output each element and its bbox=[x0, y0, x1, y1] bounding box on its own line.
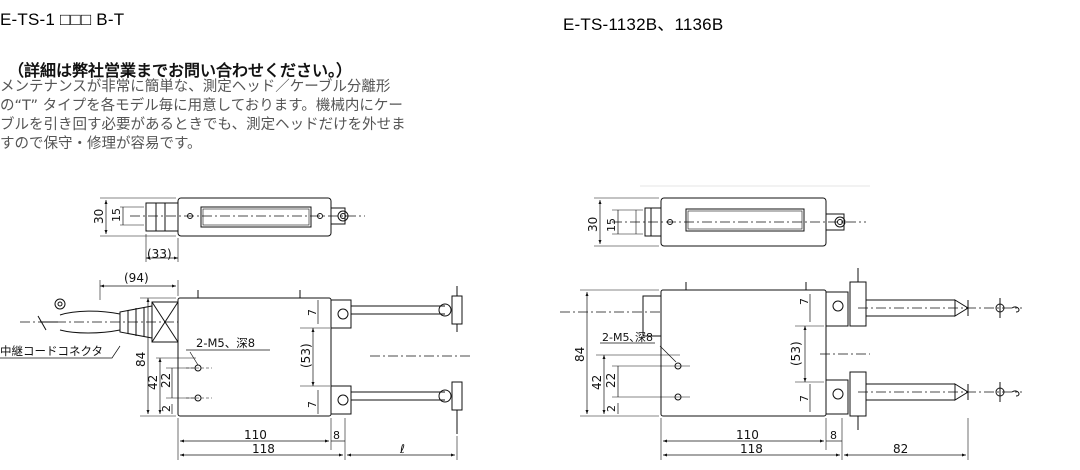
dim-94: (94) bbox=[124, 271, 149, 285]
dim-53: (53) bbox=[299, 343, 313, 368]
note-line: の“T” タイプを各モデル毎に用意しております。機械内にケー bbox=[0, 98, 403, 114]
dim-22: 22 bbox=[604, 373, 618, 388]
dim-7-bottom: 7 bbox=[306, 401, 319, 408]
dim-53: (53) bbox=[789, 341, 803, 366]
note-title: （詳細は弊社営業までお問い合わせください。） bbox=[8, 61, 353, 80]
dim-7-top: 7 bbox=[798, 298, 811, 305]
left-drawing-labels: 30 15 (33) (94) 84 42 22 2 7 7 (53) 110 … bbox=[0, 208, 405, 456]
dim-2: 2 bbox=[605, 405, 618, 412]
left-drawing bbox=[0, 197, 470, 460]
dim-84: 84 bbox=[573, 347, 587, 362]
note-line: すので保守・修理が容易です。 bbox=[0, 136, 202, 152]
dim-8: 8 bbox=[333, 429, 340, 442]
right-front-view bbox=[560, 268, 1022, 460]
dim-30: 30 bbox=[586, 217, 600, 232]
dim-7-top: 7 bbox=[306, 309, 319, 316]
note-line: ブルを引き回す必要があるときでも、測定ヘッドだけを外せま bbox=[0, 117, 406, 133]
dim-110: 110 bbox=[244, 428, 267, 442]
dim-15: 15 bbox=[110, 208, 123, 222]
dim-118: 118 bbox=[740, 442, 763, 456]
right-model-title: E-TS-1132B、1136B bbox=[563, 15, 724, 34]
right-top-view bbox=[594, 197, 866, 247]
note-body: メンテナンスが非常に簡単な、測定ヘッド／ケーブル分離形 の“T” タイプを各モデ… bbox=[0, 78, 520, 154]
dim-42: 42 bbox=[146, 375, 160, 390]
dim-22: 22 bbox=[159, 373, 173, 388]
right-drawing-labels: 30 15 84 42 22 2 7 7 (53) 110 118 8 82 2… bbox=[573, 217, 908, 456]
dim-84: 84 bbox=[134, 352, 148, 367]
dim-l: ℓ bbox=[399, 442, 405, 456]
connector-label: 中継コードコネクタ bbox=[0, 344, 103, 358]
dim-8: 8 bbox=[830, 429, 837, 442]
dim-82: 82 bbox=[893, 442, 908, 456]
dim-42: 42 bbox=[590, 375, 604, 390]
right-drawing bbox=[560, 185, 1022, 460]
dim-2: 2 bbox=[160, 405, 173, 412]
note-line: メンテナンスが非常に簡単な、測定ヘッド／ケーブル分離形 bbox=[0, 79, 391, 95]
left-top-view bbox=[100, 197, 365, 262]
left-model-title: E-TS-1 □□□ B-T bbox=[0, 10, 125, 29]
dim-33: (33) bbox=[147, 247, 172, 261]
thread-label: 2-M5､深8 bbox=[602, 331, 653, 344]
dim-118: 118 bbox=[252, 442, 275, 456]
thread-label: 2-M5、深8 bbox=[196, 336, 255, 350]
dim-30: 30 bbox=[92, 209, 106, 224]
dim-15: 15 bbox=[605, 218, 618, 232]
dim-7-bottom: 7 bbox=[798, 395, 811, 402]
dim-110: 110 bbox=[736, 428, 759, 442]
left-front-view bbox=[0, 280, 470, 460]
